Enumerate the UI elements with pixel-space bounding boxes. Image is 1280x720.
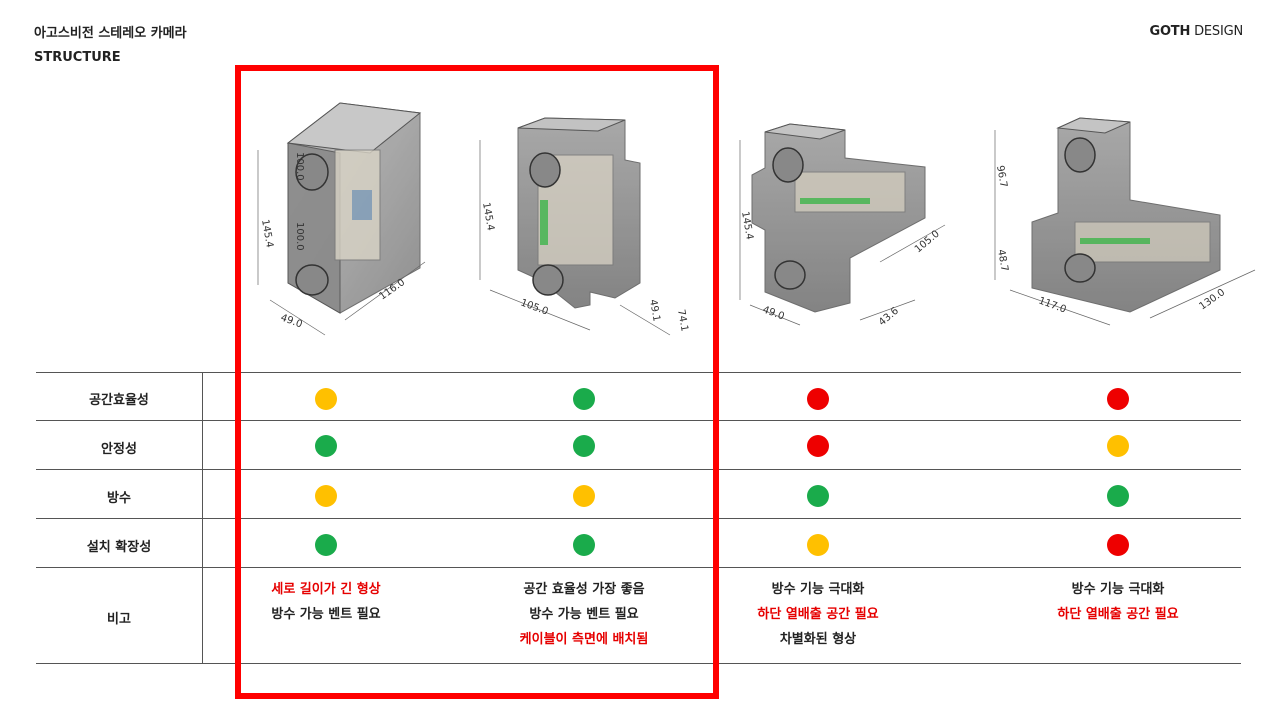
remark-line: 방수 기능 극대화 [1071, 582, 1165, 597]
row-label: 공간효율성 [89, 393, 149, 408]
remark-line: 하단 열배출 공간 필요 [757, 607, 879, 622]
rating-dot [807, 534, 829, 556]
rating-dot [315, 485, 337, 507]
model-2-dim-1: 145.4 [480, 202, 496, 232]
table-row-space-efficiency: 공간효율성 [36, 372, 1241, 421]
model-4-render: 96.7 48.7 117.0 130.0 [994, 117, 1256, 326]
remark-line: 케이블이 측면에 배치됨 [519, 632, 649, 647]
rating-dot [807, 388, 829, 410]
remark-line: 차별화된 형상 [779, 632, 857, 647]
remark-line: 공간 효율성 가장 좋음 [523, 582, 645, 597]
rating-dot [807, 435, 829, 457]
model-3-render: 145.4 49.0 43.6 105.0 [739, 123, 946, 329]
model-4-dim-3: 117.0 [1037, 295, 1068, 315]
model-1-dim-1: 100.0 [294, 152, 305, 181]
remark-line: 하단 열배출 공간 필요 [1057, 607, 1179, 622]
model-1-render: 100.0 100.0 145.4 49.0 116.0 [257, 102, 426, 336]
brand-bold: GOTH [1149, 24, 1191, 39]
model-4-dim-4: 130.0 [1197, 287, 1227, 312]
rating-dot [573, 388, 595, 410]
page-title-block: 아고스비전 스테레오 카메라 STRUCTURE [34, 22, 187, 70]
page-title: 아고스비전 스테레오 카메라 [34, 26, 187, 41]
model-3-dim-2: 49.0 [761, 304, 786, 322]
table-row-remarks: 비고 세로 길이가 긴 형상 방수 가능 벤트 필요 공간 효율성 가장 좋음 … [36, 567, 1241, 664]
brand-logo: GOTH DESIGN [1149, 24, 1243, 39]
selection-highlight-frame [235, 65, 719, 699]
rating-dot [573, 534, 595, 556]
model-2-dim-4: 74.1 [675, 309, 690, 333]
model-2-dim-3: 49.1 [647, 299, 662, 323]
model-3-dim-3: 43.6 [877, 306, 901, 329]
remark-cell: 방수 기능 극대화 하단 열배출 공간 필요 [998, 577, 1238, 627]
camera-renders: 100.0 100.0 145.4 49.0 116.0 145.4 105.0… [257, 102, 1256, 336]
row-label: 비고 [107, 612, 131, 627]
page-subtitle: STRUCTURE [34, 50, 121, 65]
remark-cell: 세로 길이가 긴 형상 방수 가능 벤트 필요 [206, 577, 446, 627]
remark-line: 방수 가능 벤트 필요 [271, 607, 381, 622]
remark-line: 방수 기능 극대화 [771, 582, 865, 597]
rating-dot [1107, 534, 1129, 556]
rating-dot [315, 435, 337, 457]
rating-dot [315, 388, 337, 410]
rating-dot [807, 485, 829, 507]
model-2-render: 145.4 105.0 49.1 74.1 [479, 117, 690, 336]
rating-dot [1107, 435, 1129, 457]
model-3-dim-1: 145.4 [739, 211, 755, 241]
row-label: 설치 확장성 [86, 540, 152, 555]
table-row-stability: 안정성 [36, 420, 1241, 470]
table-row-installation: 설치 확장성 [36, 518, 1241, 568]
model-3-dim-4: 105.0 [913, 228, 942, 255]
label-column-divider [202, 372, 203, 663]
rating-dot [573, 485, 595, 507]
remark-cell: 공간 효율성 가장 좋음 방수 가능 벤트 필요 케이블이 측면에 배치됨 [464, 577, 704, 652]
model-1-dim-2: 100.0 [294, 222, 305, 251]
row-label: 방수 [107, 491, 131, 506]
table-row-waterproof: 방수 [36, 469, 1241, 519]
model-4-dim-2: 48.7 [995, 249, 1010, 273]
rating-dot [1107, 388, 1129, 410]
brand-regular: DESIGN [1190, 24, 1243, 39]
row-label: 안정성 [101, 442, 137, 457]
rating-dot [315, 534, 337, 556]
rating-dot [573, 435, 595, 457]
rating-dot [1107, 485, 1129, 507]
remark-line: 방수 가능 벤트 필요 [529, 607, 639, 622]
model-4-dim-1: 96.7 [994, 165, 1009, 189]
remark-line: 세로 길이가 긴 형상 [271, 582, 381, 597]
remark-cell: 방수 기능 극대화 하단 열배출 공간 필요 차별화된 형상 [698, 577, 938, 652]
model-1-dim-3: 145.4 [259, 219, 275, 249]
